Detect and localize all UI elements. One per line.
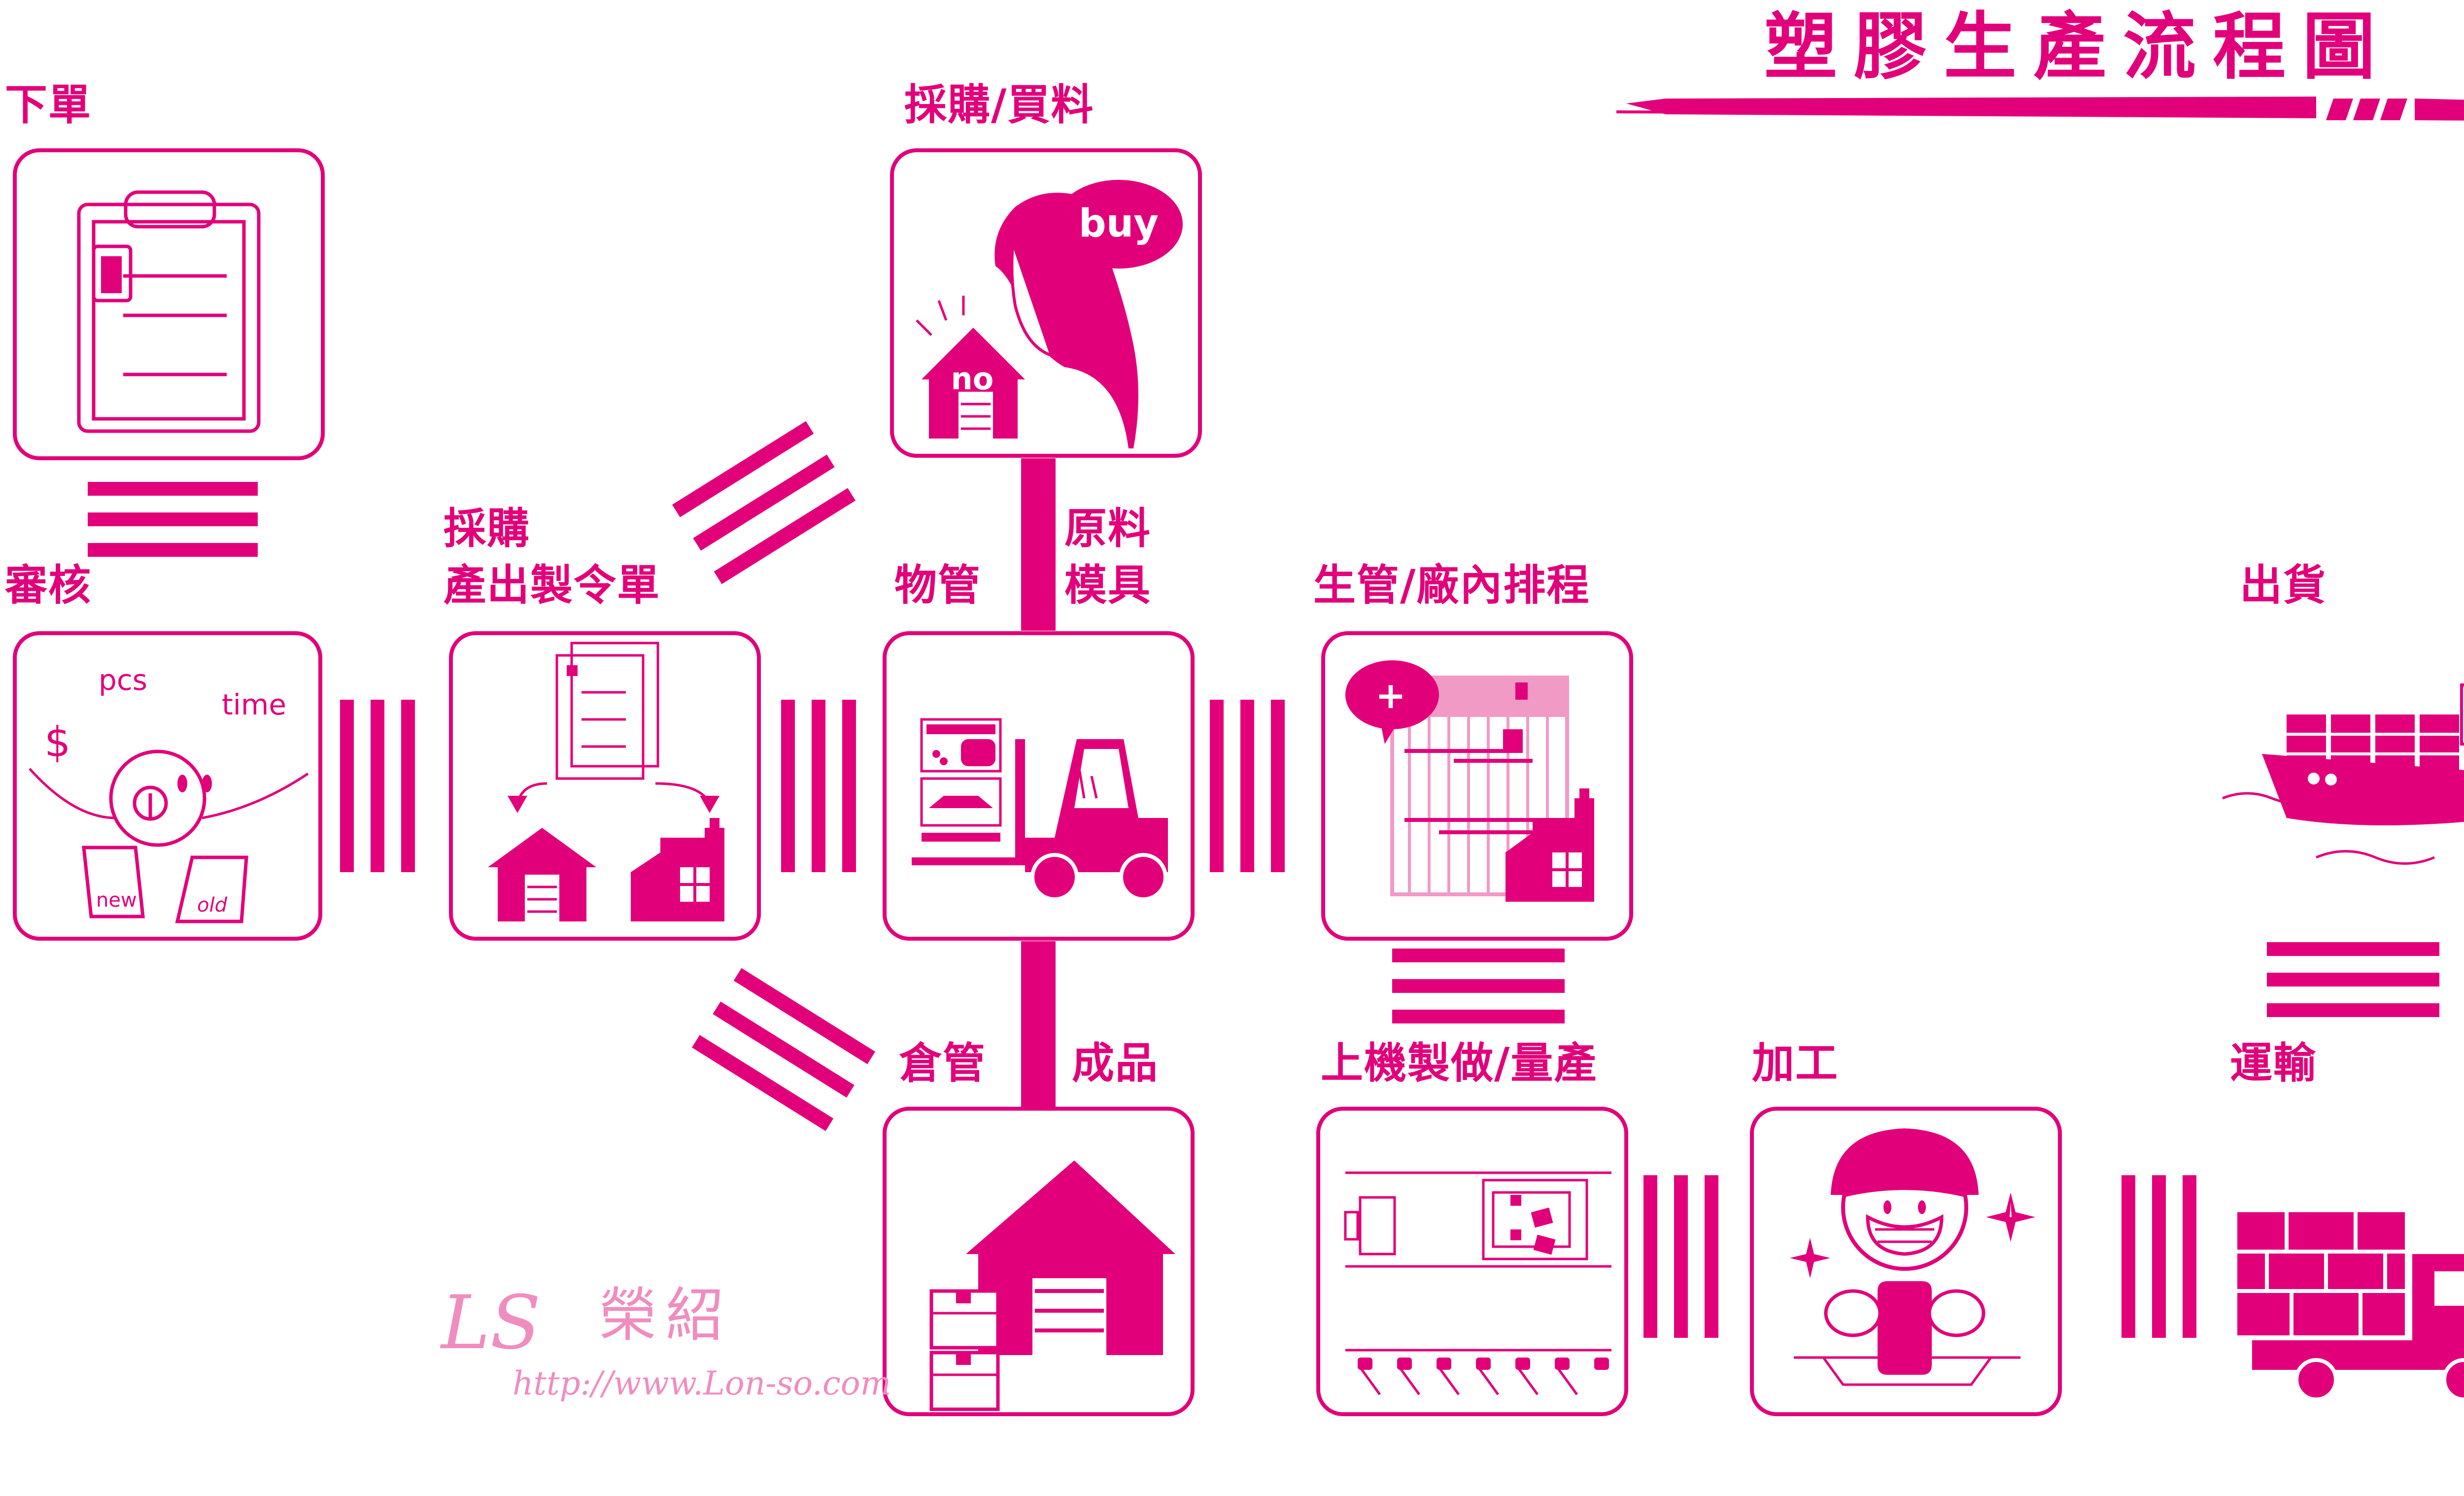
- step-material-mgmt-card: [883, 631, 1195, 941]
- label-order: 下單: [5, 80, 92, 130]
- label-materials-line2: 模具: [1064, 561, 1151, 610]
- cargo-ship-icon: [2222, 683, 2464, 865]
- label-material-mgmt: 物管: [894, 561, 981, 610]
- schedule-board-icon: +: [1345, 660, 1594, 902]
- clipboard-icon: [77, 190, 261, 433]
- label-production-order-line1: 採購: [444, 504, 530, 553]
- connector-diagonal-lower: [691, 968, 876, 1131]
- step-mass-production-card: [1316, 1107, 1628, 1416]
- shopper-icon: buy no: [916, 180, 1183, 449]
- injection-machine-icon: [1344, 1171, 1611, 1395]
- connector-diagonal-upper: [672, 421, 856, 584]
- connectors: [88, 421, 2439, 1338]
- connector-transport-shipping: [2267, 942, 2439, 1017]
- label-processing: 加工: [1752, 1039, 1839, 1088]
- connector-review-po: [340, 700, 415, 872]
- connector-schedule-mass: [1392, 949, 1565, 1023]
- buy-text: buy: [1079, 202, 1159, 246]
- connector-mm-warehouse: [1021, 941, 1056, 1109]
- label-materials-line1: 原料: [1064, 504, 1151, 553]
- step-processing-card: [1750, 1107, 2062, 1416]
- step-warehouse-card: [883, 1107, 1195, 1416]
- plus-text: +: [1375, 675, 1406, 717]
- time-text: time: [222, 688, 286, 721]
- label-purchase: 採購/買料: [904, 80, 1095, 130]
- connector-purchase-mm: [1021, 458, 1056, 631]
- watermark-logo: LS: [441, 1280, 541, 1366]
- watermark-name: 榮紹: [599, 1281, 733, 1349]
- label-review: 審核: [5, 561, 92, 610]
- connector-mm-schedule: [1210, 700, 1285, 872]
- label-production-order-line2: 產出製令單: [444, 561, 660, 610]
- label-finished-goods: 成品: [1072, 1039, 1159, 1088]
- new-text: new: [96, 889, 137, 912]
- connector-mass-processing: [1643, 1175, 1718, 1338]
- no-text: no: [951, 361, 994, 397]
- dollar-text: $: [44, 718, 70, 766]
- pcs-text: pcs: [99, 663, 147, 697]
- old-text: old: [197, 894, 228, 917]
- label-shipping: 出貨: [2240, 561, 2327, 610]
- forklift-icon: [912, 718, 1168, 901]
- connector-order-review: [88, 482, 258, 557]
- label-scheduling: 生管/廠內排程: [1313, 561, 1590, 610]
- warehouse-icon: [929, 1160, 1175, 1411]
- review-person-icon: [29, 749, 309, 923]
- label-mass-production: 上機製做/量產: [1321, 1039, 1598, 1088]
- step-purchase-card: buy no: [890, 148, 1202, 458]
- watermark-url: http://www.Lon-so.com: [513, 1364, 891, 1402]
- order-split-icon: [488, 642, 724, 921]
- title-underline: [1616, 97, 2464, 121]
- step-scheduling-card: +: [1321, 631, 1633, 941]
- page-title: 塑膠生產流程圖: [1764, 3, 2392, 89]
- step-order-card: [13, 148, 325, 460]
- label-transport: 運輸: [2230, 1039, 2317, 1088]
- step-review-card: pcs time $ new old: [13, 631, 322, 941]
- connector-po-mm: [781, 700, 856, 872]
- label-warehouse-mgmt: 倉管: [899, 1039, 986, 1088]
- worker-icon: [1790, 1128, 2035, 1386]
- connector-processing-transport: [2122, 1175, 2196, 1338]
- step-production-order-card: [449, 631, 761, 941]
- truck-icon: [2237, 1212, 2464, 1401]
